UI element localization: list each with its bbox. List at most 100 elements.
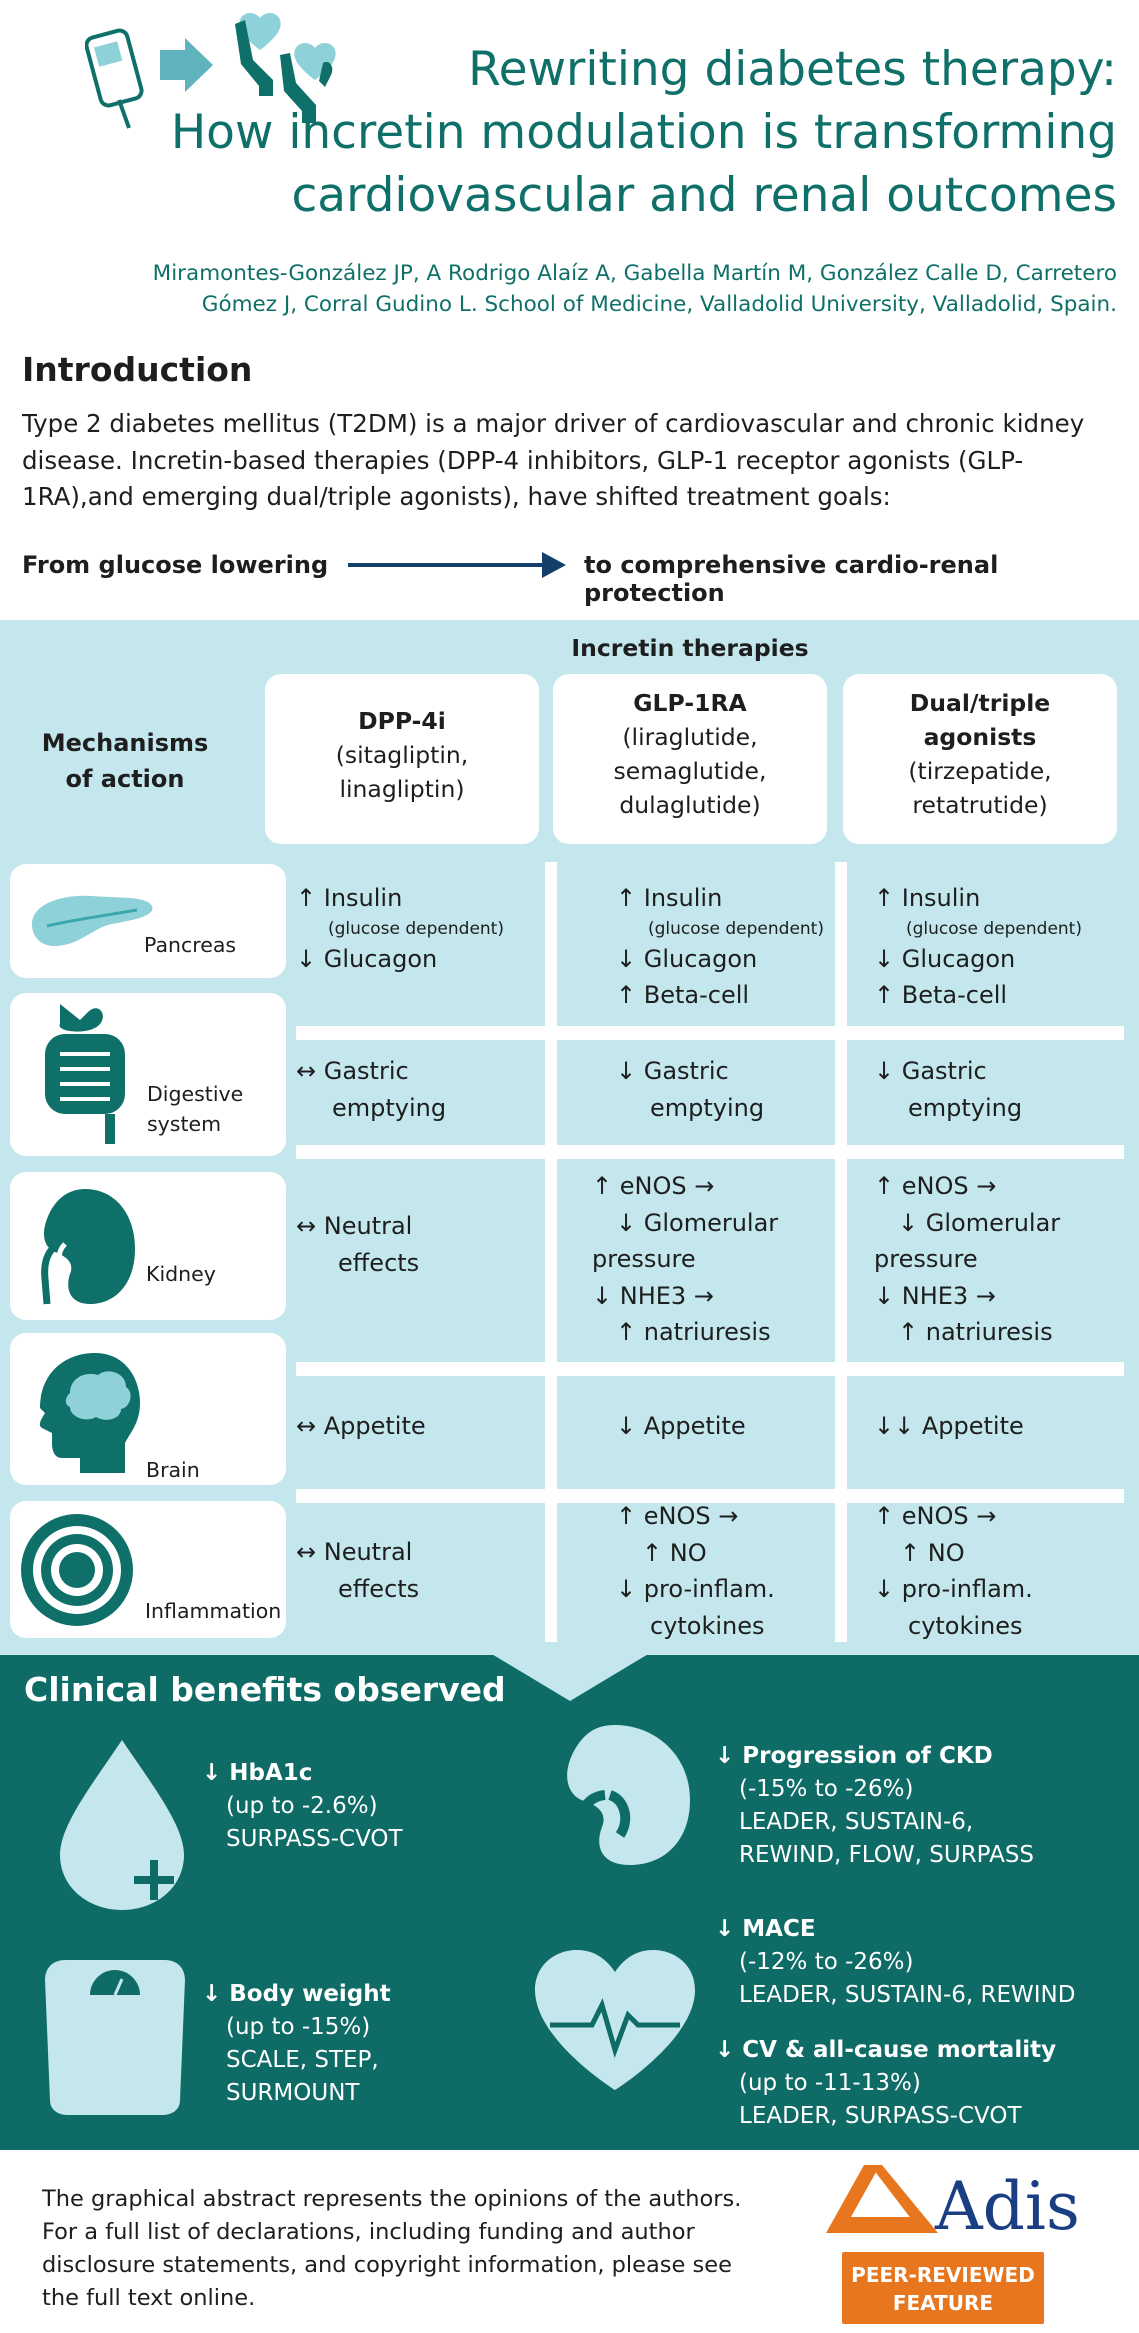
cell-line-small: (glucose dependent): [328, 918, 504, 939]
glp1ra-drug-1: (liraglutide,: [622, 723, 758, 751]
cell-digestive-dpp4i: ↔ Gastric emptying: [296, 1053, 446, 1126]
grid-hline-2: [296, 1145, 1124, 1159]
authors-line-1: Miramontes-González JP, A Rodrigo Alaíz …: [152, 261, 1117, 286]
organ-label-brain: Brain: [146, 1458, 200, 1482]
grid-hline-1: [296, 1026, 1124, 1040]
cell-line: ↑ eNOS →: [874, 1172, 997, 1200]
disclaimer-line-2: For a full list of declarations, includi…: [42, 2219, 695, 2245]
cell-line: ↑ eNOS →: [616, 1502, 739, 1530]
mechanisms-line-2: of action: [65, 765, 185, 793]
column-header-dpp4i: DPP-4i (sitagliptin, linagliptin): [265, 674, 539, 844]
cell-line: ↓ Appetite: [616, 1412, 746, 1440]
scale-icon: [45, 1960, 185, 2115]
glp1ra-name: GLP-1RA: [633, 689, 747, 717]
cell-line: cytokines: [908, 1611, 1023, 1640]
heart-rate-icon: [535, 1950, 695, 2090]
cell-inflammation-dual: ↑ eNOS → ↑ NO ↓ pro-inflam. cytokines: [874, 1498, 1033, 1644]
disclaimer-line-1: The graphical abstract represents the op…: [42, 2186, 742, 2212]
organ-label-inflammation: Inflammation: [145, 1599, 282, 1623]
organ-box-digestive: Digestive system: [10, 993, 286, 1156]
from-text: From glucose lowering: [22, 551, 329, 579]
benefits-panel: [0, 1655, 1139, 2150]
cell-brain-dpp4i: ↔ Appetite: [296, 1408, 426, 1445]
dual-name-2: agonists: [923, 723, 1037, 751]
cell-pancreas-dpp4i: ↑ Insulin (glucose dependent) ↓ Glucagon: [296, 880, 504, 977]
intro-heading: Introduction: [22, 350, 253, 389]
cell-line: pressure: [874, 1245, 978, 1273]
benefit-mace-trials: LEADER, SUSTAIN-6, REWIND: [739, 1982, 1076, 2008]
authors: Miramontes-González JP, A Rodrigo Alaíz …: [153, 258, 1117, 320]
column-header-glp1ra: GLP-1RA (liraglutide, semaglutide, dulag…: [553, 674, 827, 844]
benefit-ckd-value: (-15% to -26%): [739, 1776, 914, 1802]
cell-line-small: (glucose dependent): [648, 918, 824, 939]
therapies-title: Incretin therapies: [571, 634, 809, 662]
cell-line: ↑ natriuresis: [898, 1318, 1053, 1346]
cell-line: ↓ Glomerular: [616, 1208, 779, 1237]
dpp4i-drug-1: (sitagliptin,: [335, 741, 469, 769]
benefit-hba1c-value: (up to -2.6%): [226, 1793, 378, 1819]
grid-vline-2: [835, 862, 847, 1642]
cell-line: ↔ Appetite: [296, 1412, 426, 1440]
organ-label-pancreas: Pancreas: [144, 933, 237, 957]
mechanisms-line-1: Mechanisms: [41, 729, 209, 757]
cell-line: ↓ Glucagon: [296, 944, 438, 973]
benefit-ckd-trials-1: LEADER, SUSTAIN-6,: [739, 1809, 974, 1835]
cell-line: ↓ Glucagon: [616, 944, 758, 973]
column-header-dual: Dual/triple agonists (tirzepatide, retat…: [843, 674, 1117, 844]
cell-line: emptying: [332, 1093, 447, 1122]
organ-label-digestive-1: Digestive: [147, 1082, 244, 1106]
organ-label-kidney: Kidney: [146, 1262, 216, 1286]
cell-pancreas-glp1ra: ↑ Insulin (glucose dependent) ↓ Glucagon…: [616, 880, 824, 1014]
page-title: Rewriting diabetes therapy: How incretin…: [171, 38, 1117, 227]
intro-paragraph: Type 2 diabetes mellitus (T2DM) is a maj…: [22, 409, 1085, 511]
cell-line: emptying: [908, 1093, 1023, 1122]
cell-line: ↓ NHE3 →: [592, 1281, 714, 1310]
cell-kidney-dual: ↑ eNOS → ↓ Glomerular pressure ↓ NHE3 → …: [874, 1168, 1060, 1351]
section-pointer-icon: [490, 1653, 650, 1701]
header-icons: [84, 8, 355, 133]
disclaimer-line-3: disclosure statements, and copyright inf…: [42, 2252, 732, 2278]
organ-box-kidney: Kidney: [10, 1172, 286, 1320]
cell-line: ↓ Glomerular: [898, 1208, 1061, 1237]
cell-line: ↑ NO: [642, 1538, 707, 1567]
kidney-icon: [41, 1189, 135, 1305]
authors-line-2: Gómez J, Corral Gudino L. School of Medi…: [201, 292, 1117, 317]
arrow-right-icon: [160, 38, 213, 92]
benefits-title: Clinical benefits observed: [24, 1670, 506, 1709]
disclaimer-line-4: the full text online.: [42, 2285, 256, 2311]
benefit-mace: ↓ MACE (-12% to -26%) LEADER, SUSTAIN-6,…: [715, 1913, 1075, 2012]
grid-hline-4: [296, 1489, 1124, 1503]
cell-kidney-glp1ra: ↑ eNOS → ↓ Glomerular pressure ↓ NHE3 → …: [592, 1168, 778, 1351]
cell-line: ↑ NO: [900, 1538, 965, 1567]
to-text: to comprehensive cardio-renal protection: [584, 551, 999, 607]
title-line-3: cardiovascular and renal outcomes: [291, 168, 1117, 223]
cell-line: ↓↓ Appetite: [874, 1412, 1024, 1440]
cell-kidney-dpp4i: ↔ Neutral effects: [296, 1208, 419, 1281]
grid-hline-3: [296, 1362, 1124, 1376]
cell-line: ↓ Gastric: [616, 1057, 729, 1085]
cell-line-small: (glucose dependent): [906, 918, 1082, 939]
head-brain-icon: [39, 1353, 141, 1473]
cell-line: ↓ Glucagon: [874, 944, 1016, 973]
benefit-ckd: ↓ Progression of CKD (-15% to -26%) LEAD…: [715, 1740, 1034, 1872]
benefit-weight-title: ↓ Body weight: [202, 1981, 391, 2007]
cell-line: ↔ Neutral: [296, 1538, 413, 1566]
cell-pancreas-dual: ↑ Insulin (glucose dependent) ↓ Glucagon…: [874, 880, 1082, 1014]
benefit-ckd-title: ↓ Progression of CKD: [715, 1743, 993, 1769]
benefit-ckd-trials-2: REWIND, FLOW, SURPASS: [739, 1842, 1035, 1868]
dual-name-1: Dual/triple: [909, 689, 1051, 717]
organ-box-pancreas: Pancreas: [10, 864, 286, 978]
benefit-hba1c-title: ↓ HbA1c: [202, 1760, 313, 1786]
benefit-mortality-trials: LEADER, SURPASS-CVOT: [739, 2103, 1022, 2129]
dual-drug-1: (tirzepatide,: [908, 757, 1052, 785]
cell-line: ↓ Gastric: [874, 1057, 987, 1085]
organ-label-digestive: Digestive system: [147, 1079, 243, 1139]
adis-logo-text: Adis: [935, 2168, 1080, 2245]
benefit-mace-value: (-12% to -26%): [739, 1949, 914, 1975]
benefit-weight-trials-2: SURMOUNT: [226, 2080, 360, 2106]
glp1ra-drug-2: semaglutide,: [613, 757, 767, 785]
cell-line: emptying: [650, 1093, 765, 1122]
kidney-benefit-icon: [567, 1725, 690, 1866]
dual-drug-2: retatrutide): [912, 791, 1048, 819]
cell-line: cytokines: [650, 1611, 765, 1640]
